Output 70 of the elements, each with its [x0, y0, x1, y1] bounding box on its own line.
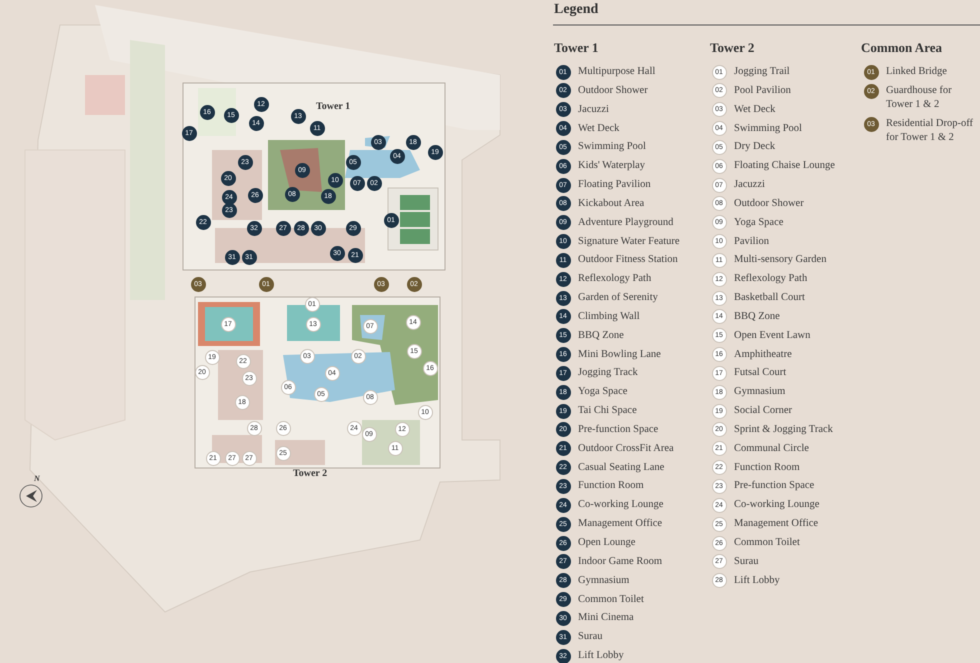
legend-item-text: Jogging Track: [578, 366, 638, 380]
legend-item-text: Swimming Pool: [734, 122, 802, 136]
legend-item-text: Wet Deck: [578, 122, 620, 136]
column-heading: Tower 1: [554, 40, 598, 56]
legend-item-text: Outdoor CrossFit Area: [578, 442, 674, 456]
legend-item-text: Common Toilet: [734, 536, 800, 550]
legend-heading: Legend: [554, 2, 598, 18]
legend-item-text: Surau: [578, 630, 602, 644]
legend-item-text: Jogging Trail: [734, 65, 790, 79]
legend-item-text: Common Toilet: [578, 592, 644, 607]
legend-item-text: Outdoor Fitness Station: [578, 253, 678, 268]
legend-item-text: Kids' Waterplay: [578, 159, 646, 174]
legend-item-text: Floating Chaise Lounge: [734, 159, 835, 174]
legend-item-text: Open Event Lawn: [734, 328, 810, 343]
legend-item-text: Gymnasium: [734, 385, 786, 400]
legend-item-text: Tai Chi Space: [578, 404, 637, 418]
legend-item-text: Basketball Court: [734, 291, 805, 306]
legend-item-text: Adventure Playground: [578, 216, 674, 230]
legend-item-text: Indoor Game Room: [578, 554, 662, 569]
legend-item-text: Open Lounge: [578, 536, 636, 550]
legend-item-text: Dry Deck: [734, 140, 776, 154]
legend-item-text: Pre-function Space: [578, 422, 658, 437]
legend-item-text: Wet Deck: [734, 102, 776, 117]
legend-item-text: Gymnasium: [578, 574, 630, 588]
legend-item-text: Multi-sensory Garden: [734, 253, 826, 268]
legend-item-text: Signature Water Feature: [578, 234, 680, 249]
legend-item-text: Function Room: [734, 460, 800, 475]
legend-item-text: Lift Lobby: [578, 649, 624, 663]
legend-item-text: Pool Pavilion: [734, 84, 791, 98]
building-label: Tower 2: [293, 468, 328, 479]
legend-item-text: Yoga Space: [578, 385, 628, 400]
legend-item-text: Social Corner: [734, 404, 792, 418]
legend-item-text: Lift Lobby: [734, 574, 780, 588]
legend-item-text: Floating Pavilion: [578, 178, 651, 192]
legend-item-text: Management Office: [578, 517, 662, 532]
legend-item-text: Linked Bridge: [886, 65, 948, 79]
legend-item-text: Function Room: [578, 479, 644, 494]
legend-item-text: Climbing Wall: [578, 310, 640, 324]
legend-item-text: Mini Cinema: [578, 611, 634, 626]
legend-item-text: Reflexology Path: [578, 272, 652, 286]
legend-item-text: Pre-function Space: [734, 479, 814, 494]
legend-item-text: Guardhouse for Tower 1 & 2: [886, 84, 953, 112]
legend-item-text: Jacuzzi: [578, 102, 609, 117]
legend-item-text: Jacuzzi: [734, 178, 765, 192]
legend-item-text: Co-working Lounge: [578, 498, 664, 512]
legend-item-text: BBQ Zone: [734, 310, 780, 324]
legend-item-text: Kickabout Area: [578, 196, 644, 211]
legend-item-text: Futsal Court: [734, 366, 786, 380]
legend-item-text: Swimming Pool: [578, 140, 646, 154]
legend-item-text: Garden of Serenity: [578, 291, 658, 306]
legend-item-text: Reflexology Path: [734, 272, 808, 286]
legend-item-text: Outdoor Shower: [578, 84, 648, 98]
building-label: Tower 1: [316, 101, 350, 112]
legend-item-text: Communal Circle: [734, 442, 809, 456]
legend-item-text: BBQ Zone: [578, 328, 624, 343]
legend-item-text: Co-working Lounge: [734, 498, 820, 512]
north-label: N: [34, 474, 40, 483]
legend-item-text: Management Office: [734, 517, 818, 532]
legend-item-text: Mini Bowling Lane: [578, 348, 661, 362]
legend-item-text: Surau: [734, 554, 758, 569]
legend-item-text: Yoga Space: [734, 216, 784, 230]
legend-item-text: Pavilion: [734, 234, 770, 249]
legend-item-text: Amphitheatre: [734, 348, 792, 362]
column-heading: Common Area: [861, 40, 942, 56]
legend-item-text: Casual Seating Lane: [578, 460, 664, 475]
legend-item-text: Multipurpose Hall: [578, 65, 656, 79]
column-heading: Tower 2: [710, 40, 754, 56]
legend-item-text: Sprint & Jogging Track: [734, 422, 833, 437]
legend-item-text: Residential Drop-off for Tower 1 & 2: [886, 117, 974, 145]
legend-item-text: Outdoor Shower: [734, 196, 804, 211]
